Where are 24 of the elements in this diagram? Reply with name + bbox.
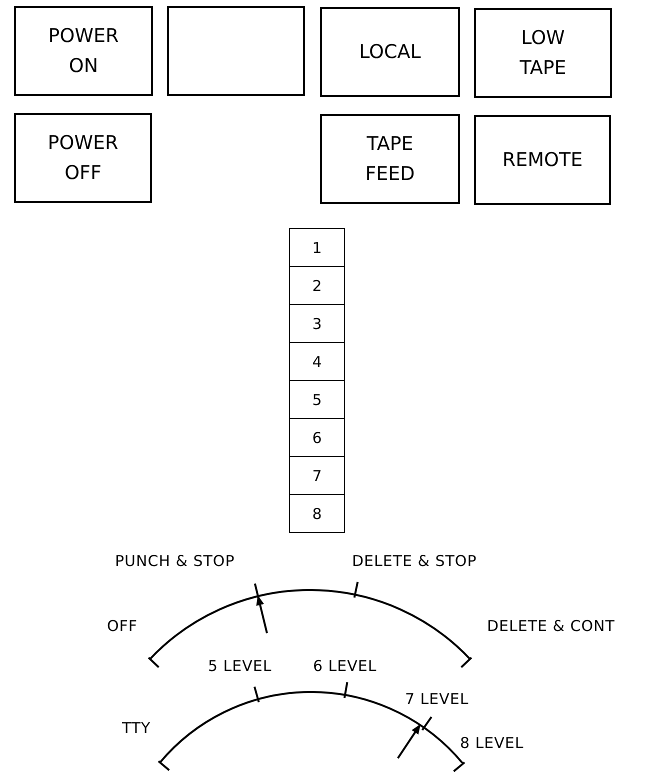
dial-position-label: DELETE & CONT <box>487 617 615 635</box>
dial-position-label: 6 LEVEL <box>313 657 377 675</box>
channel-key: 8 <box>289 494 345 533</box>
blank-panel <box>167 6 305 96</box>
channel-key: 3 <box>289 304 345 343</box>
channel-key: 5 <box>289 380 345 419</box>
panel-button: TAPE FEED <box>320 114 460 204</box>
dial-position-label: 8 LEVEL <box>460 734 524 752</box>
channel-key: 1 <box>289 228 345 267</box>
panel-button: REMOTE <box>474 115 611 205</box>
dial-position-label: 5 LEVEL <box>208 657 272 675</box>
panel-button: LOW TAPE <box>474 8 612 98</box>
panel-button: POWER ON <box>14 6 153 96</box>
dial-position-label: OFF <box>107 617 138 635</box>
channel-key: 6 <box>289 418 345 457</box>
dial-position-label: DELETE & STOP <box>352 552 477 570</box>
dial-position-label: TTY <box>122 719 151 737</box>
channel-key: 4 <box>289 342 345 381</box>
channel-key: 7 <box>289 456 345 495</box>
dial-position-label: 7 LEVEL <box>405 690 469 708</box>
panel-button: POWER OFF <box>14 113 152 203</box>
dial-position-label: PUNCH & STOP <box>115 552 235 570</box>
panel-button: LOCAL <box>320 7 460 97</box>
channel-key: 2 <box>289 266 345 305</box>
